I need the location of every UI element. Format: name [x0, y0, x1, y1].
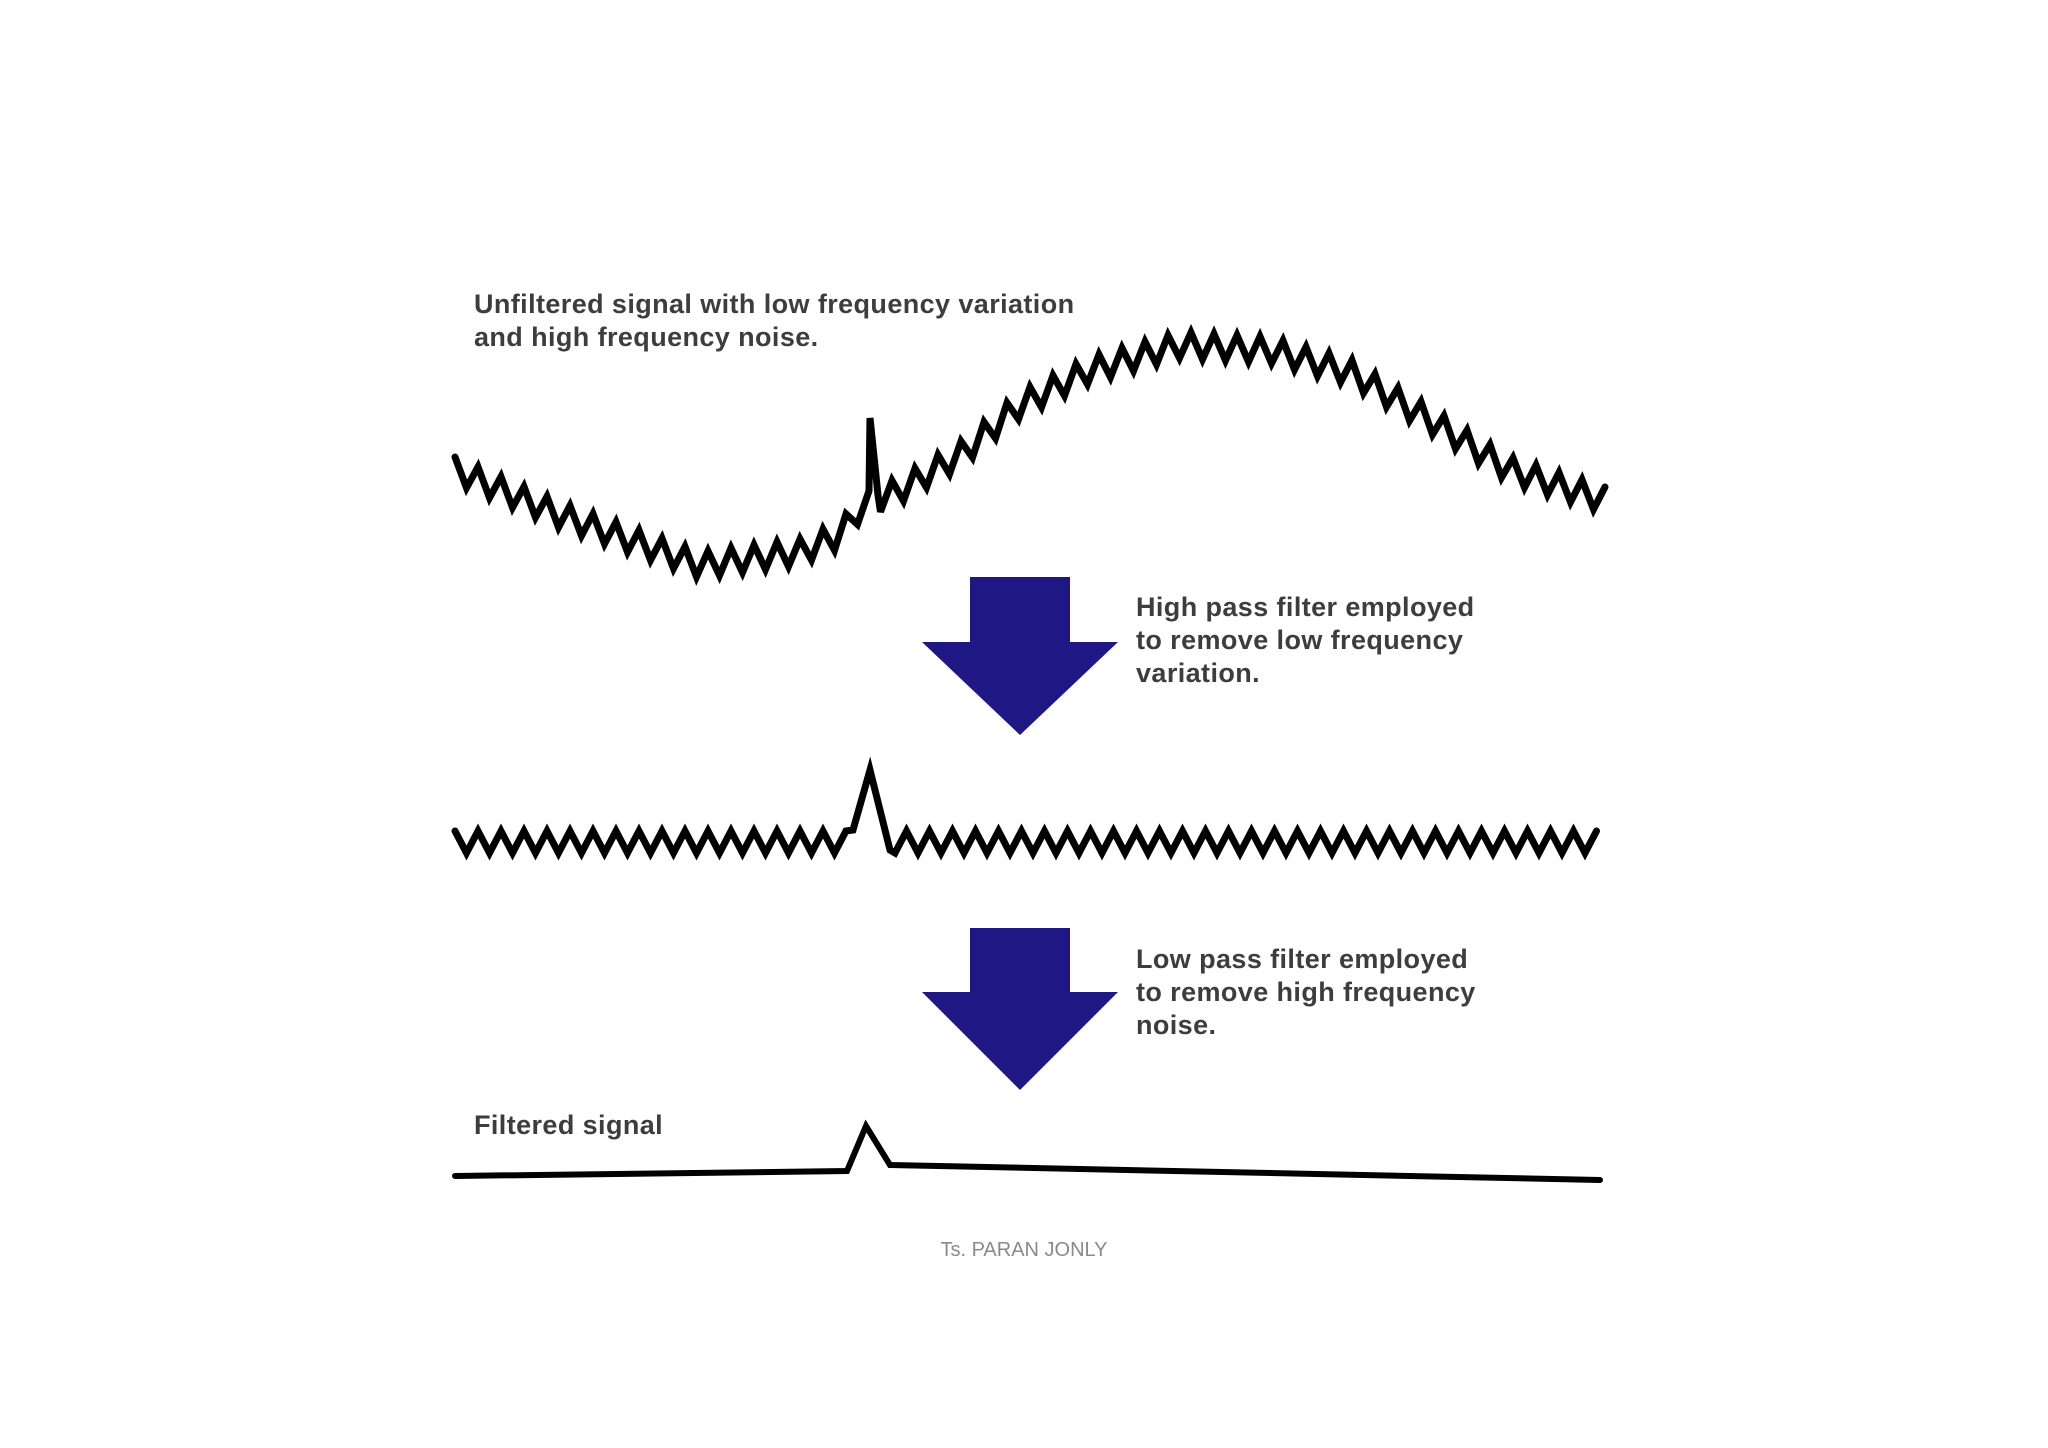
label-line: Low pass filter employed: [1136, 944, 1469, 974]
high-pass-filter-label: High pass filter employed to remove low …: [1136, 591, 1475, 690]
label-line: variation.: [1136, 658, 1261, 688]
filtered-signal-label: Filtered signal: [474, 1110, 664, 1140]
label-line: Unfiltered signal with low frequency var…: [474, 289, 1075, 319]
unfiltered-signal-label: Unfiltered signal with low frequency var…: [474, 288, 1075, 354]
unfiltered-signal-waveform: [451, 323, 1609, 586]
filtered-signal-waveform: [452, 1119, 1603, 1183]
down-arrow-icon: [922, 928, 1118, 1090]
label-line: High pass filter employed: [1136, 592, 1475, 622]
high-pass-signal-waveform: [451, 756, 1600, 861]
label-line: and high frequency noise.: [474, 322, 819, 352]
down-arrow-icon: [922, 577, 1118, 735]
label-line: noise.: [1136, 1010, 1217, 1040]
footer-author: Ts. PARAN JONLY: [940, 1239, 1108, 1261]
label-line: to remove low frequency: [1136, 625, 1464, 655]
low-pass-filter-label: Low pass filter employed to remove high …: [1136, 943, 1476, 1042]
label-line: to remove high frequency: [1136, 977, 1476, 1007]
